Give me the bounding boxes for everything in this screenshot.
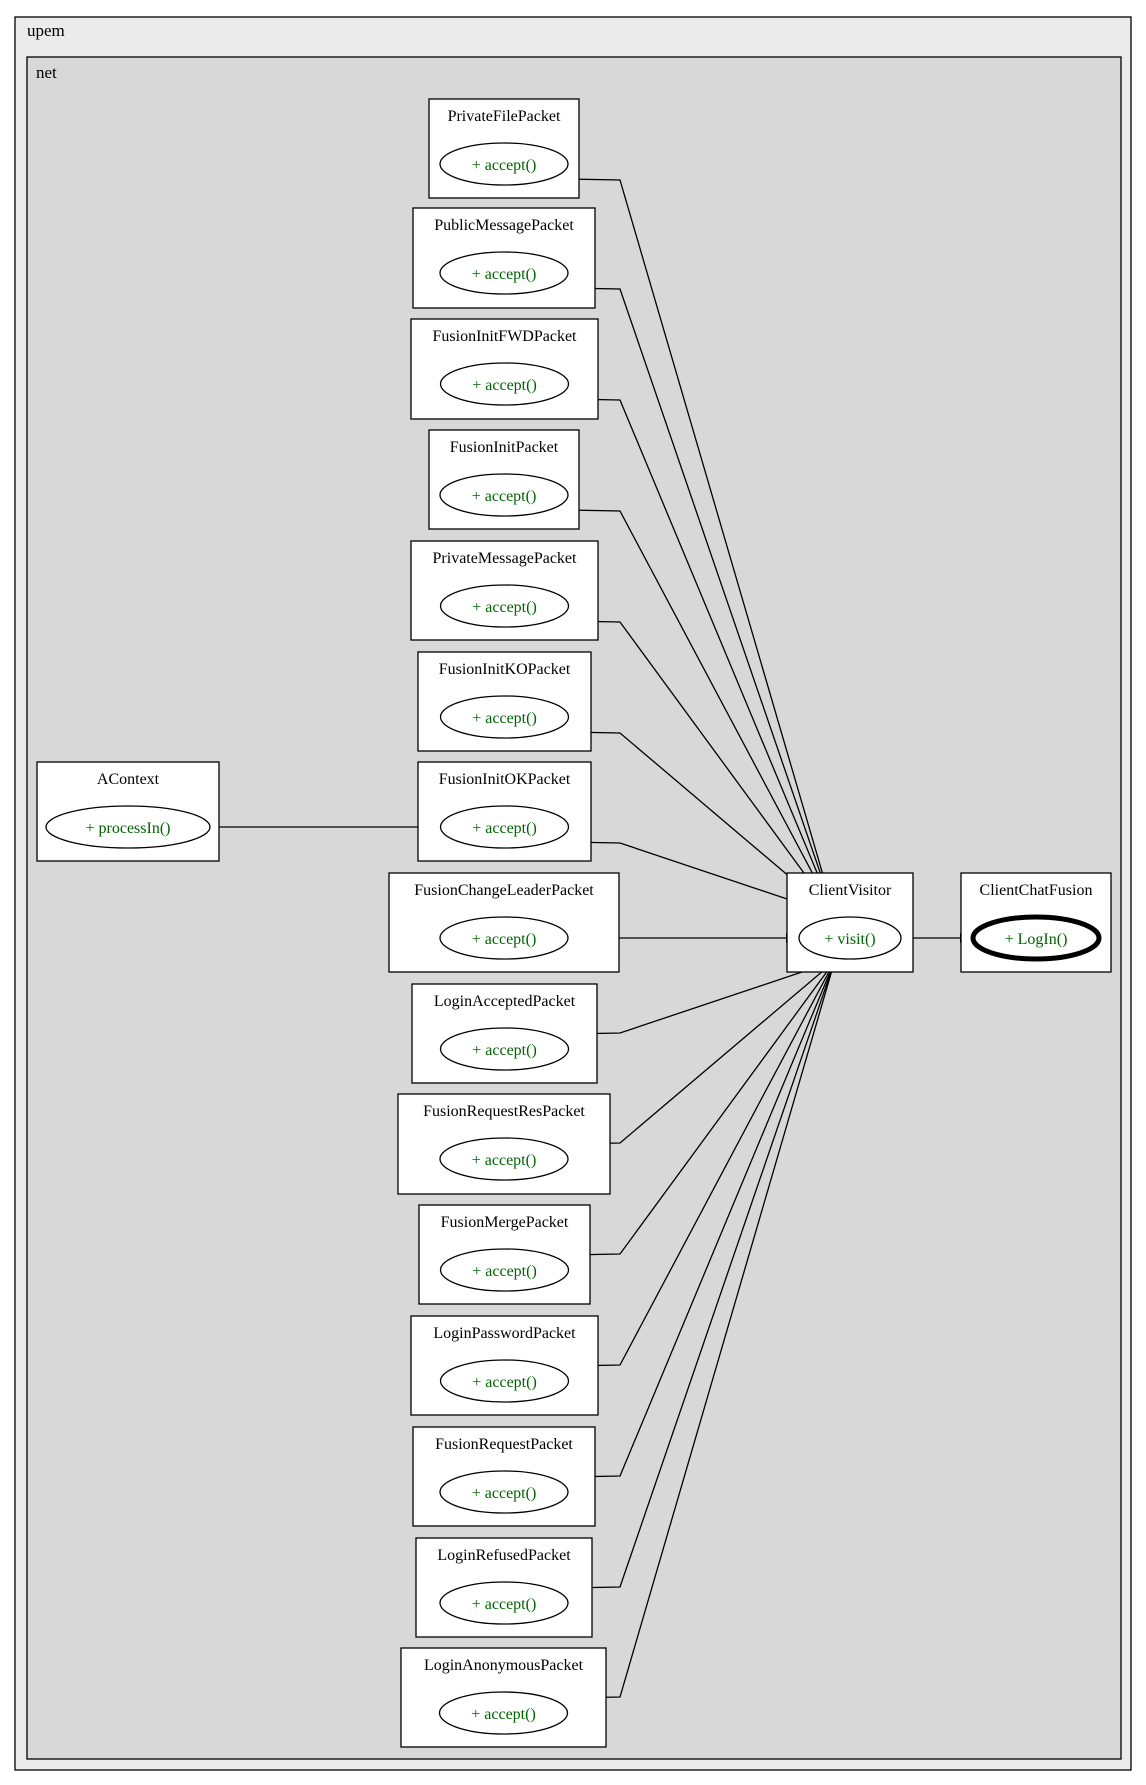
class-acontext[interactable]: AContext + processIn() [36, 761, 220, 862]
method-ellipse[interactable] [439, 473, 569, 517]
class-privatefile[interactable]: PrivateFilePacket + accept() [428, 98, 580, 199]
class-name: ClientVisitor [809, 882, 892, 899]
class-name: FusionInitFWDPacket [433, 328, 578, 345]
class-name: ClientChatFusion [980, 882, 1093, 899]
method-name: + accept() [472, 1263, 537, 1280]
class-loginaccepted[interactable]: LoginAcceptedPacket + accept() [411, 983, 598, 1084]
class-name: FusionChangeLeaderPacket [414, 882, 594, 899]
method-name: + accept() [472, 710, 537, 727]
class-clientvisitor[interactable]: ClientVisitor + visit() [786, 872, 914, 973]
method-ellipse[interactable] [438, 1691, 569, 1735]
class-name: LoginRefusedPacket [437, 1547, 571, 1564]
class-loginanonymous[interactable]: LoginAnonymousPacket + accept() [400, 1647, 607, 1748]
class-fusioninitko[interactable]: FusionInitKOPacket + accept() [417, 651, 592, 752]
method-name: + accept() [472, 820, 537, 837]
method-ellipse[interactable] [439, 1027, 570, 1071]
class-fusioninitfwd[interactable]: FusionInitFWDPacket + accept() [410, 318, 599, 420]
method-name: + processIn() [86, 820, 171, 837]
method-ellipse[interactable] [439, 362, 570, 406]
class-name: AContext [97, 771, 160, 788]
method-ellipse[interactable] [439, 142, 569, 186]
method-name: + accept() [472, 931, 537, 948]
class-name: LoginPasswordPacket [433, 1325, 576, 1342]
class-name: FusionInitKOPacket [439, 661, 571, 678]
method-ellipse[interactable] [439, 251, 569, 295]
class-fusionchange[interactable]: FusionChangeLeaderPacket + accept() [388, 872, 620, 973]
method-ellipse[interactable] [439, 1470, 569, 1514]
class-fusioninit[interactable]: FusionInitPacket + accept() [428, 429, 580, 530]
method-name: + LogIn() [1005, 931, 1068, 948]
class-name: LoginAcceptedPacket [434, 993, 576, 1010]
package-net-label: net [36, 63, 57, 82]
method-ellipse[interactable] [439, 916, 569, 960]
class-fusioninitok[interactable]: FusionInitOKPacket + accept() [417, 761, 592, 862]
class-loginpassword[interactable]: LoginPasswordPacket + accept() [410, 1315, 599, 1416]
method-name: + accept() [472, 488, 537, 505]
method-ellipse[interactable] [439, 1248, 570, 1292]
method-name: + accept() [472, 1485, 537, 1502]
method-ellipse[interactable] [439, 695, 570, 739]
method-name: + accept() [472, 266, 537, 283]
method-name: + visit() [824, 931, 875, 948]
method-name: + accept() [472, 1374, 537, 1391]
method-name: + accept() [472, 1042, 537, 1059]
class-name: PublicMessagePacket [434, 217, 574, 234]
class-name: PrivateMessagePacket [433, 550, 578, 567]
package-upem-label: upem [27, 21, 65, 40]
method-ellipse[interactable] [439, 1137, 569, 1181]
method-name: + accept() [472, 1152, 537, 1169]
class-nodes: PrivateFilePacket+ accept()PublicMessage… [36, 98, 1112, 1748]
method-ellipse[interactable] [798, 916, 902, 960]
method-ellipse[interactable] [439, 1359, 570, 1403]
class-name: FusionRequestResPacket [423, 1103, 585, 1120]
method-name: + accept() [472, 599, 537, 616]
method-ellipse[interactable] [439, 805, 570, 849]
method-ellipse[interactable] [439, 1581, 569, 1625]
method-ellipse[interactable] [45, 805, 211, 849]
class-name: PrivateFilePacket [448, 108, 561, 125]
class-name: LoginAnonymousPacket [424, 1657, 584, 1674]
method-name: + accept() [472, 157, 537, 174]
method-name: + accept() [471, 1706, 536, 1723]
class-name: FusionRequestPacket [435, 1436, 573, 1453]
class-fusionmerge[interactable]: FusionMergePacket + accept() [418, 1204, 591, 1305]
method-ellipse[interactable] [439, 584, 570, 628]
class-fusionrequestres[interactable]: FusionRequestResPacket + accept() [397, 1093, 611, 1195]
class-name: FusionInitOKPacket [439, 771, 571, 788]
class-clientchatfusion[interactable]: ClientChatFusion + LogIn() [960, 872, 1112, 973]
class-publicmessage[interactable]: PublicMessagePacket + accept() [412, 207, 596, 309]
class-privatemessage[interactable]: PrivateMessagePacket + accept() [410, 540, 599, 641]
class-fusionrequest[interactable]: FusionRequestPacket + accept() [412, 1426, 596, 1527]
class-name: FusionInitPacket [450, 439, 559, 456]
method-ellipse[interactable] [970, 914, 1102, 962]
class-name: FusionMergePacket [441, 1214, 569, 1231]
method-name: + accept() [472, 1596, 537, 1613]
class-loginrefused[interactable]: LoginRefusedPacket + accept() [415, 1537, 593, 1638]
method-name: + accept() [472, 377, 537, 394]
